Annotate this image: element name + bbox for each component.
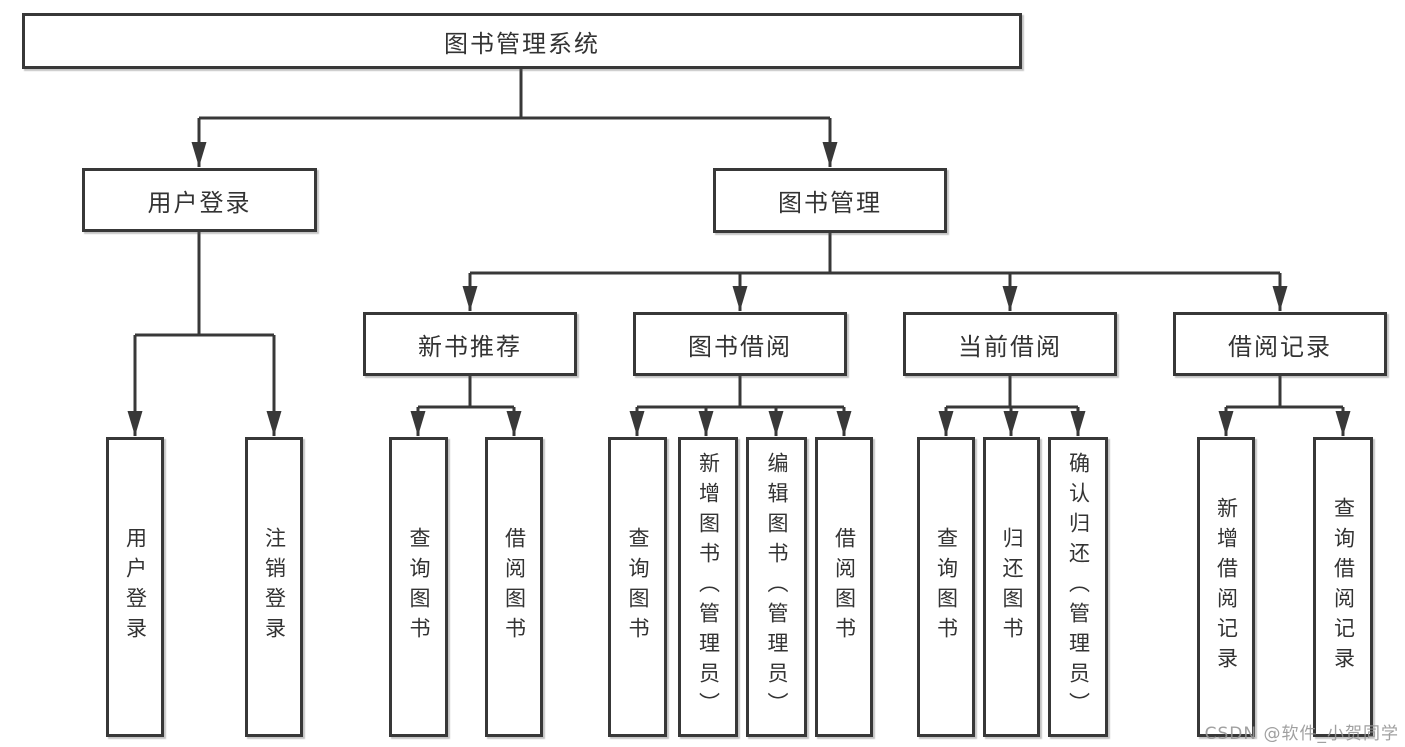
connector-records-to-leaves (1218, 376, 1351, 436)
leaf-records-add-record: 新增借阅记录 (1197, 437, 1255, 737)
leaf-logout: 注销登录 (245, 437, 303, 737)
leaf-current-return-books: 归还图书 (983, 437, 1040, 737)
watermark-text: CSDN @软件_小贺同学 (1204, 724, 1399, 744)
leaf-borrowing-edit-books-admin: 编辑图书（管理员） (746, 437, 807, 737)
node-label: 图书借阅 (688, 332, 792, 361)
node-label: 新增借阅记录 (1214, 497, 1239, 677)
node-label: 查询图书 (407, 527, 431, 647)
leaf-recommend-query-books: 查询图书 (389, 437, 448, 737)
connector-root-to-level2 (191, 69, 838, 167)
node-label: 图书管理 (778, 189, 882, 217)
connector-management-to-level3 (462, 233, 1288, 311)
leaf-current-confirm-return-admin: 确认归还（管理员） (1048, 437, 1108, 737)
leaf-user-login: 用户登录 (106, 437, 164, 737)
leaf-records-query-record: 查询借阅记录 (1313, 437, 1373, 737)
node-label: 查询图书 (626, 527, 650, 647)
connector-recommend-to-leaves (410, 376, 522, 436)
connector-login-to-leaves (127, 232, 282, 436)
node-library-system: 图书管理系统 (22, 13, 1022, 69)
node-label: 查询借阅记录 (1331, 497, 1356, 677)
connector-borrowing-to-leaves (629, 376, 852, 436)
node-borrowing-records: 借阅记录 (1173, 312, 1387, 376)
node-label: 用户登录 (123, 527, 148, 647)
leaf-borrowing-query-books: 查询图书 (608, 437, 667, 737)
leaf-borrowing-borrow-books: 借阅图书 (815, 437, 873, 737)
node-label: 确认归还（管理员） (1066, 452, 1091, 722)
connector-current-to-leaves (938, 376, 1086, 436)
node-new-book-recommend: 新书推荐 (363, 312, 577, 376)
node-label: 借阅记录 (1228, 332, 1332, 361)
node-label: 注销登录 (262, 527, 287, 647)
node-label: 归还图书 (1000, 527, 1024, 647)
node-label: 用户登录 (147, 188, 252, 217)
node-user-login: 用户登录 (82, 168, 317, 232)
leaf-current-query-books: 查询图书 (917, 437, 975, 737)
node-label: 借阅图书 (502, 527, 527, 647)
node-label: 借阅图书 (832, 527, 857, 647)
node-label: 新书推荐 (418, 332, 522, 361)
node-label: 当前借阅 (958, 332, 1062, 361)
node-book-borrowing: 图书借阅 (633, 312, 847, 376)
node-label: 编辑图书（管理员） (765, 452, 789, 722)
leaf-borrowing-add-books-admin: 新增图书（管理员） (678, 437, 738, 737)
node-current-borrowing: 当前借阅 (903, 312, 1117, 376)
node-book-management: 图书管理 (713, 168, 947, 233)
leaf-recommend-borrow-books: 借阅图书 (485, 437, 543, 737)
node-label: 图书管理系统 (444, 29, 600, 58)
node-label: 新增图书（管理员） (696, 452, 721, 722)
node-label: 查询图书 (934, 527, 959, 647)
